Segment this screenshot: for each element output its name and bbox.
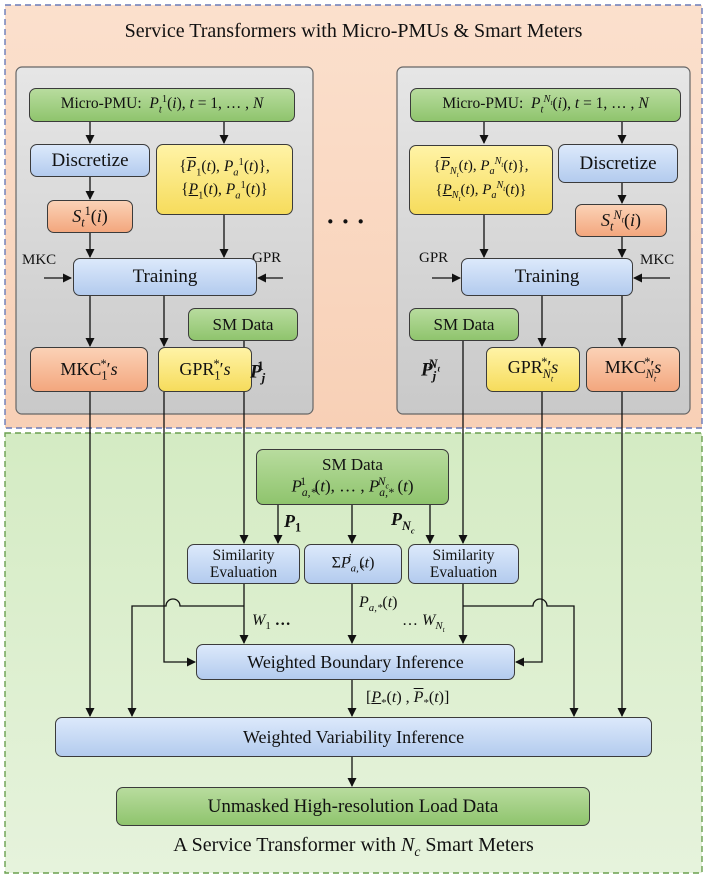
caption-sub: c [414, 844, 421, 859]
weighted-variability-box: Weighted Variability Inference [55, 717, 652, 757]
right-p-label: PjNt [421, 356, 440, 384]
w1-label: W1 … [252, 612, 291, 633]
right-mkc-output-box: MKCNt*′s [586, 347, 680, 392]
right-mkc-input-label: MKC [640, 252, 675, 268]
similarity-left-line1: Similarity [212, 546, 275, 564]
center-sm-data-box: SM Data Pa,*1 (t), … , Pa,*Nc (t) [256, 449, 449, 505]
similarity-right-box: Similarity Evaluation [408, 544, 519, 584]
right-training-box: Training [461, 258, 633, 296]
left-training-box: Training [73, 258, 257, 296]
wnt-label: … WNt [402, 612, 445, 635]
output-box: Unmasked High-resolution Load Data [116, 787, 590, 826]
interval-label: [P*(t) , P*(t)] [366, 689, 450, 710]
caption-suffix: Smart Meters [425, 834, 534, 856]
right-gpr-input-label: GPR [419, 250, 449, 266]
right-state-box: StNt(i) [575, 204, 667, 237]
bottom-region-caption: A Service Transformer with Nc Smart Mete… [0, 834, 707, 860]
left-micro-pmu-box: Micro-PMU: Pt1(i), t = 1, … , N [29, 88, 295, 122]
weighted-boundary-box: Weighted Boundary Inference [196, 644, 515, 680]
left-gpr-output-box: GPR1*′s [158, 347, 252, 392]
top-region-title: Service Transformers with Micro-PMUs & S… [124, 20, 583, 42]
arrow [163, 392, 196, 667]
similarity-right-line1: Similarity [432, 546, 495, 564]
pnc-label: PNc [391, 509, 415, 536]
left-state-box: St1(i) [47, 200, 133, 233]
right-sm-data-box: SM Data [409, 308, 519, 341]
right-micro-pmu-box: Micro-PMU: PtNt(i), t = 1, … , N [410, 88, 681, 122]
left-discretize-box: Discretize [30, 144, 150, 177]
left-p-label: Pj1 [250, 358, 266, 386]
arrow [463, 598, 579, 717]
similarity-left-line2: Evaluation [209, 564, 278, 581]
p1-label: P1 [284, 511, 302, 535]
ellipsis: · · · [326, 207, 366, 236]
caption-prefix: A Service Transformer with [173, 834, 397, 856]
right-gpr-output-box: GPRNt*′s [486, 347, 580, 392]
center-sm-data-title: SM Data [322, 455, 383, 475]
left-gpr-input-label: GPR [252, 250, 282, 266]
left-bounds-box: {P1(t), Pa1(t)},{P1(t), Pa1(t)} [156, 144, 293, 215]
arrow [127, 598, 244, 717]
arrow [515, 392, 543, 667]
right-discretize-box: Discretize [558, 144, 678, 183]
caption-var: N [401, 834, 415, 856]
left-mkc-input-label: MKC [22, 252, 57, 268]
similarity-right-line2: Evaluation [429, 564, 498, 581]
similarity-left-box: Similarity Evaluation [187, 544, 300, 584]
left-sm-data-box: SM Data [188, 308, 298, 341]
sum-box: ΣPa,*i (t) [304, 544, 402, 584]
left-mkc-output-box: MKC1*′s [30, 347, 148, 392]
right-bounds-box: {PNt(t), PaNt(t)},{PNt(t), PaNt(t)} [409, 145, 553, 215]
pa-label: Pa,*(t) [359, 594, 398, 615]
